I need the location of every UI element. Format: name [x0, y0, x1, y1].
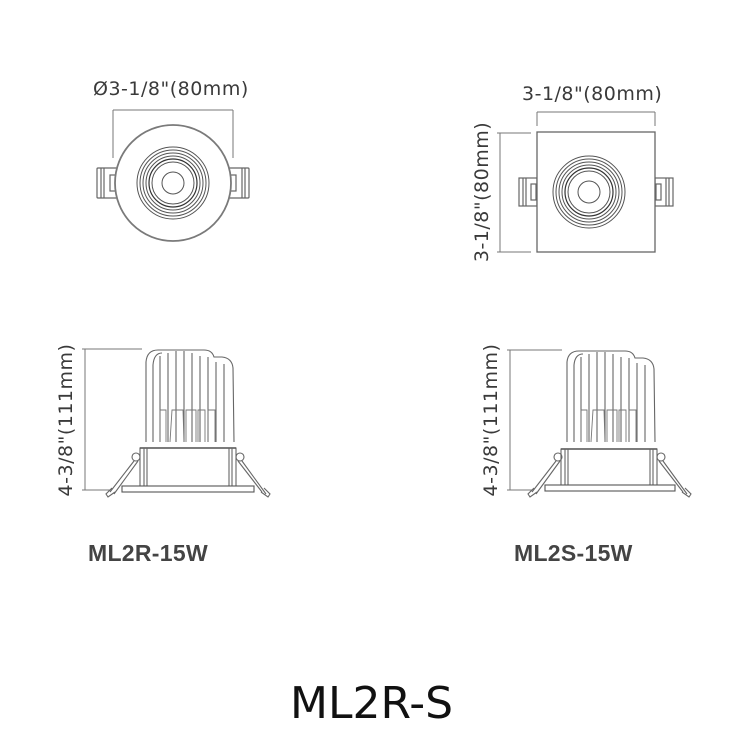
round-model-label: ML2R-15W — [88, 540, 208, 566]
round-left-spring-clip — [105, 452, 141, 498]
round-right-clip — [228, 167, 250, 199]
round-height-label: 4-3/8"(111mm) — [55, 343, 77, 497]
round-left-clip — [96, 167, 118, 199]
square-top-height-label: 3-1/8"(80mm) — [471, 121, 493, 263]
square-side-view — [507, 349, 692, 498]
round-right-spring-clip — [235, 452, 271, 498]
square-top-view — [497, 111, 674, 253]
round-side-view — [82, 348, 271, 498]
square-height-dimension-line — [497, 132, 531, 253]
square-left-clip — [518, 177, 538, 207]
page-title: ML2R-S — [290, 678, 454, 729]
square-width-dimension-line — [536, 111, 656, 126]
round-height-dimension-line — [82, 348, 142, 491]
round-diameter-label: Ø3-1/8"(80mm) — [93, 78, 249, 100]
square-width-label: 3-1/8"(80mm) — [522, 83, 663, 105]
round-top-view — [96, 109, 250, 242]
square-height-side-dimension-line — [507, 349, 562, 491]
square-left-spring-clip — [527, 452, 563, 498]
square-model-label: ML2S-15W — [514, 540, 633, 566]
round-diameter-dimension-line — [112, 109, 234, 158]
square-right-clip — [654, 177, 674, 207]
square-height-label: 4-3/8"(111mm) — [480, 343, 502, 497]
square-right-spring-clip — [656, 452, 692, 498]
